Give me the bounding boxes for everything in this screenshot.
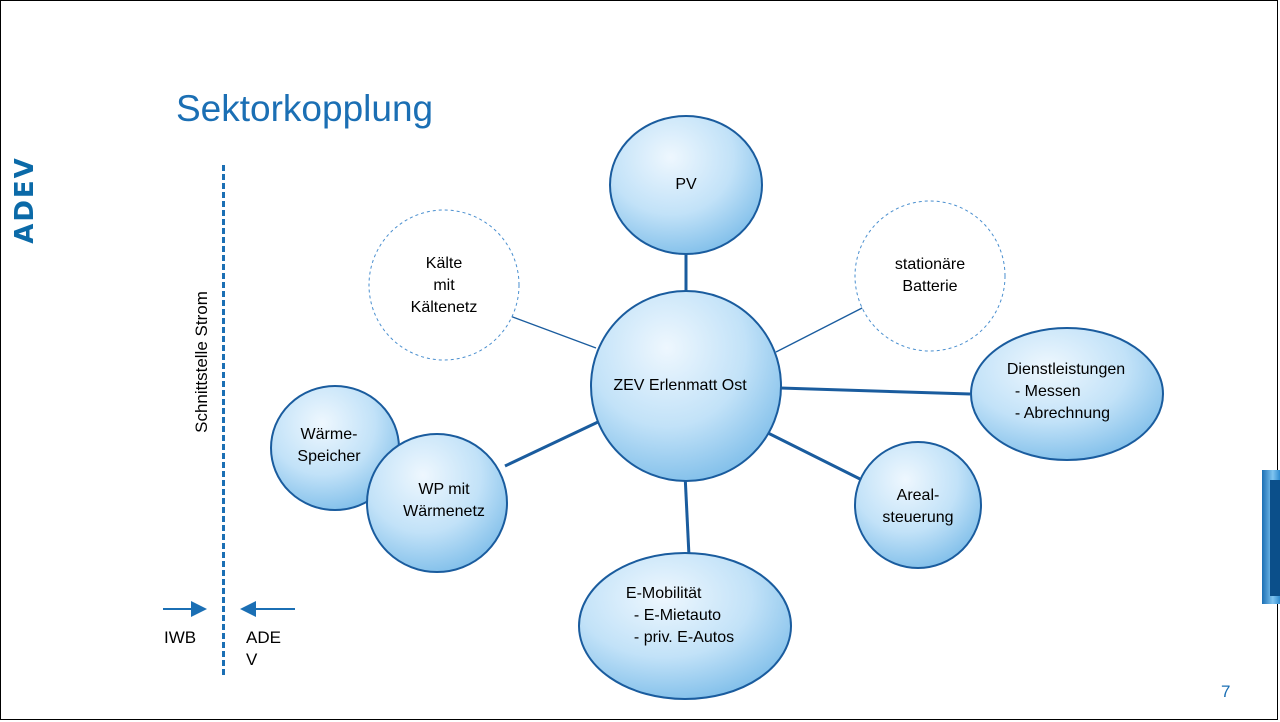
connector-wp (504, 420, 599, 468)
node-emob-circle (578, 552, 792, 700)
node-kaelte-circle (368, 209, 520, 361)
page-title: Sektorkopplung (176, 88, 434, 129)
node-emob-line2: - E-Mietauto (633, 607, 722, 624)
node-kaelte-label: Kälte mit Kältenetz (411, 253, 478, 319)
connector-dienst (779, 386, 971, 396)
node-batterie-label: stationäre Batterie (895, 254, 965, 298)
node-dienst-line2: - Messen (1014, 383, 1081, 400)
node-batterie-line2: Batterie (902, 278, 958, 295)
node-kaelte-line3: Kältenetz (410, 299, 478, 316)
node-areal-line2: steuerung (882, 509, 954, 526)
node-kaelte-line1: Kälte (425, 255, 463, 272)
node-emob-label: E-Mobilität - E-Mietauto - priv. E-Autos (626, 583, 734, 649)
page-number: 7 (1221, 682, 1231, 701)
connector-areal (765, 430, 871, 486)
connector-emob (683, 473, 691, 557)
node-batterie-line1: stationäre (894, 256, 966, 273)
node-dienst-line3: - Abrechnung (1014, 405, 1111, 422)
node-areal-line1: Areal- (896, 487, 940, 504)
node-waerme-line2: Speicher (297, 448, 361, 465)
node-waerme-label: Wärme- Speicher (297, 424, 360, 468)
node-dienst-label: Dienstleistungen - Messen - Abrechnung (1007, 359, 1125, 425)
node-pv-circle (609, 115, 763, 255)
interface-divider-line (222, 165, 225, 675)
node-wp-line1: WP mit (418, 481, 470, 498)
node-kaelte-line2: mit (433, 277, 455, 294)
node-emob-line3: - priv. E-Autos (633, 629, 735, 646)
node-wp-circle (366, 433, 508, 573)
node-waerme-line1: Wärme- (300, 426, 358, 443)
connector-kaelte (509, 315, 597, 349)
side-decoration-inner (1270, 480, 1280, 596)
connector-batterie (775, 305, 867, 353)
node-dienst-circle (970, 327, 1164, 461)
node-wp-line2: Wärmenetz (403, 503, 485, 520)
node-dienst-line1: Dienstleistungen (1006, 361, 1126, 378)
node-areal-circle (854, 441, 982, 569)
node-batterie-circle (854, 200, 1006, 352)
node-emob-line1: E-Mobilität (625, 585, 702, 602)
adev-label: ADE V (246, 628, 281, 669)
node-wp-label: WP mit Wärmenetz (403, 479, 485, 523)
node-center-circle (590, 290, 782, 482)
node-center-label: ZEV Erlenmatt Ost (613, 377, 747, 394)
node-areal-label: Areal- steuerung (882, 485, 953, 529)
node-pv-label: PV (675, 176, 697, 193)
iwb-label: IWB (164, 628, 197, 647)
